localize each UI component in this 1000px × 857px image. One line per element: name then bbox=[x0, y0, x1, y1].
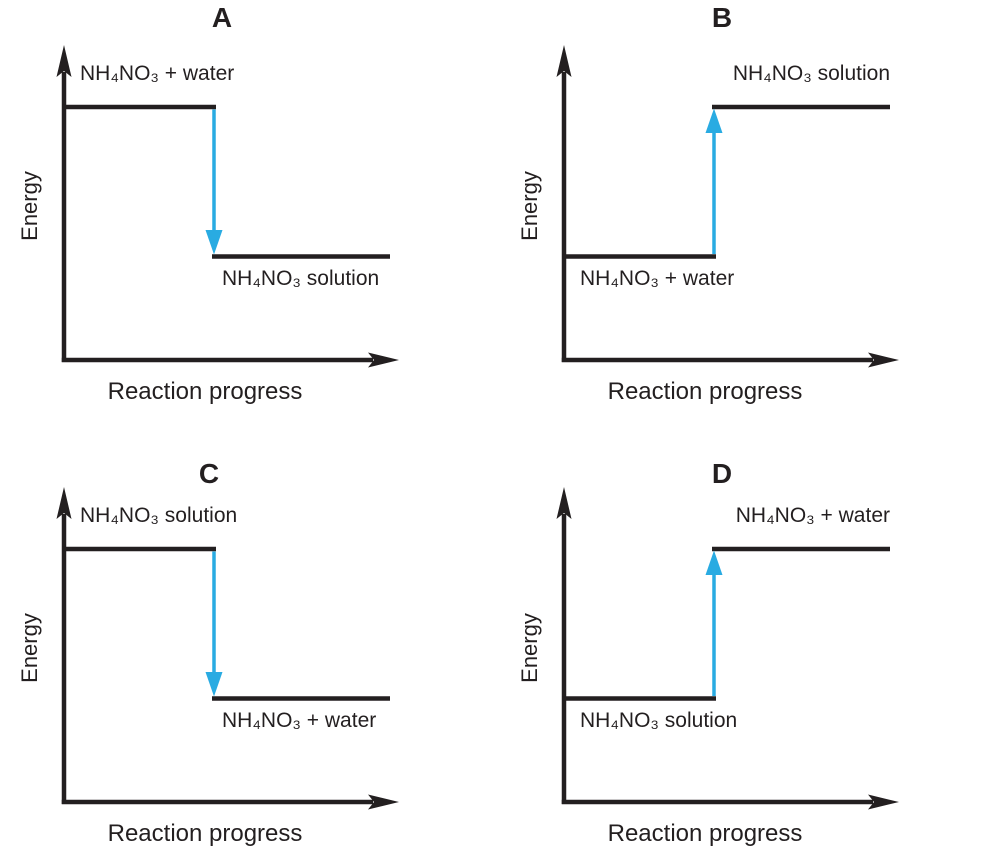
panel-b: B NH₄NO₃ solution NH₄NO₃ + water Energy … bbox=[500, 0, 1000, 430]
panel-title: C bbox=[198, 458, 220, 489]
y-axis-label: Energy bbox=[17, 171, 42, 241]
diagram-canvas bbox=[56, 45, 399, 368]
panel-title: D bbox=[711, 458, 733, 489]
y-axis-arrowhead-icon bbox=[556, 45, 572, 77]
x-axis-label: Reaction progress bbox=[607, 820, 803, 847]
lower-level-label: NH₄NO₃ + water bbox=[580, 267, 735, 290]
x-axis-label: Reaction progress bbox=[607, 378, 803, 405]
x-axis-label: Reaction progress bbox=[107, 820, 303, 847]
up-arrow-icon bbox=[705, 108, 723, 254]
panel-a: A NH₄NO₃ + water NH₄NO₃ solution Energy … bbox=[0, 0, 500, 430]
down-arrow-icon bbox=[205, 109, 223, 255]
lower-level-label: NH₄NO₃ + water bbox=[222, 709, 377, 732]
x-axis-arrowhead-icon bbox=[868, 794, 899, 810]
panel-title: A bbox=[211, 2, 233, 33]
y-axis-label: Energy bbox=[517, 171, 542, 241]
upper-level-label: NH₄NO₃ solution bbox=[732, 62, 890, 85]
x-axis-arrowhead-icon bbox=[368, 352, 399, 368]
y-axis-label: Energy bbox=[17, 613, 42, 683]
upper-level-label: NH₄NO₃ solution bbox=[80, 504, 238, 527]
up-arrow-icon bbox=[705, 550, 723, 696]
x-axis-arrowhead-icon bbox=[368, 794, 399, 810]
y-axis-arrowhead-icon bbox=[56, 45, 72, 77]
lower-level-label: NH₄NO₃ solution bbox=[222, 267, 380, 290]
diagram-canvas bbox=[556, 45, 899, 368]
lower-level-label: NH₄NO₃ solution bbox=[580, 709, 738, 732]
panel-c: C NH₄NO₃ solution NH₄NO₃ + water Energy … bbox=[0, 442, 500, 857]
panel-title: B bbox=[711, 2, 733, 33]
down-arrow-icon bbox=[205, 551, 223, 697]
y-axis-label: Energy bbox=[517, 613, 542, 683]
panel-d: D NH₄NO₃ + water NH₄NO₃ solution Energy … bbox=[500, 442, 1000, 857]
upper-level-label: NH₄NO₃ + water bbox=[735, 504, 890, 527]
diagram-canvas bbox=[56, 487, 399, 810]
y-axis-arrowhead-icon bbox=[556, 487, 572, 519]
upper-level-label: NH₄NO₃ + water bbox=[80, 62, 235, 85]
diagram-canvas bbox=[556, 487, 899, 810]
y-axis-arrowhead-icon bbox=[56, 487, 72, 519]
x-axis-arrowhead-icon bbox=[868, 352, 899, 368]
x-axis-label: Reaction progress bbox=[107, 378, 303, 405]
